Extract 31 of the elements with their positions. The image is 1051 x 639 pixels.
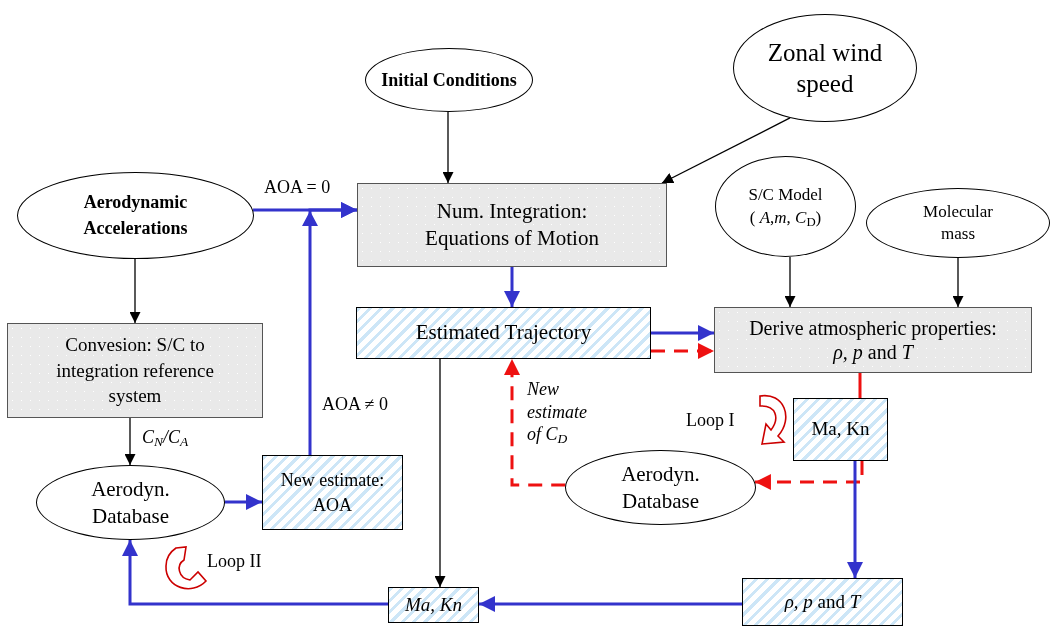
node-text: Num. Integration: Equations of Motion [424, 197, 600, 252]
result-box [388, 587, 479, 623]
node-text: Initial Conditions [381, 68, 517, 92]
loop-label: Loop I [686, 409, 735, 432]
result-box [742, 578, 903, 626]
node-text: Derive atmospheric properties: [749, 316, 997, 340]
process-box [357, 183, 667, 267]
node-text: Zonal wind speed [766, 37, 884, 99]
node-text: ( A,m, C$_{D}$) [749, 206, 822, 229]
node-text: Ma, Kn [811, 417, 870, 442]
loop-label: Loop II [207, 550, 262, 573]
node-text: S/C Model [748, 184, 823, 207]
node-text: Aerodyn. Database [90, 476, 171, 529]
node-text: ρ, p and T [784, 589, 861, 614]
node-text: Aerodynamic Accelerations [82, 191, 189, 240]
result-box [793, 398, 888, 461]
node-text: Estimated Trajectory [415, 319, 592, 347]
node-text: Molecular mass [922, 200, 994, 245]
edge-label: New estimate of C$_{D}$ [527, 378, 588, 446]
process-box [7, 323, 263, 418]
edge-label: AOA = 0 [264, 176, 331, 199]
node-text: ρ, p and T [833, 340, 913, 364]
node-text: Convesion: S/C to integration reference system [55, 333, 215, 409]
node-text: New estimate: AOA [279, 469, 386, 517]
node-text: Aerodyn. Database [620, 461, 701, 514]
edge-label: AOA ≠ 0 [322, 393, 388, 416]
node-text: Ma, Kn [405, 592, 462, 617]
edge-label: C$_{N}$/C$_{A}$ [142, 426, 189, 451]
result-box [262, 455, 403, 530]
result-box [356, 307, 651, 359]
process-box [714, 307, 1032, 373]
